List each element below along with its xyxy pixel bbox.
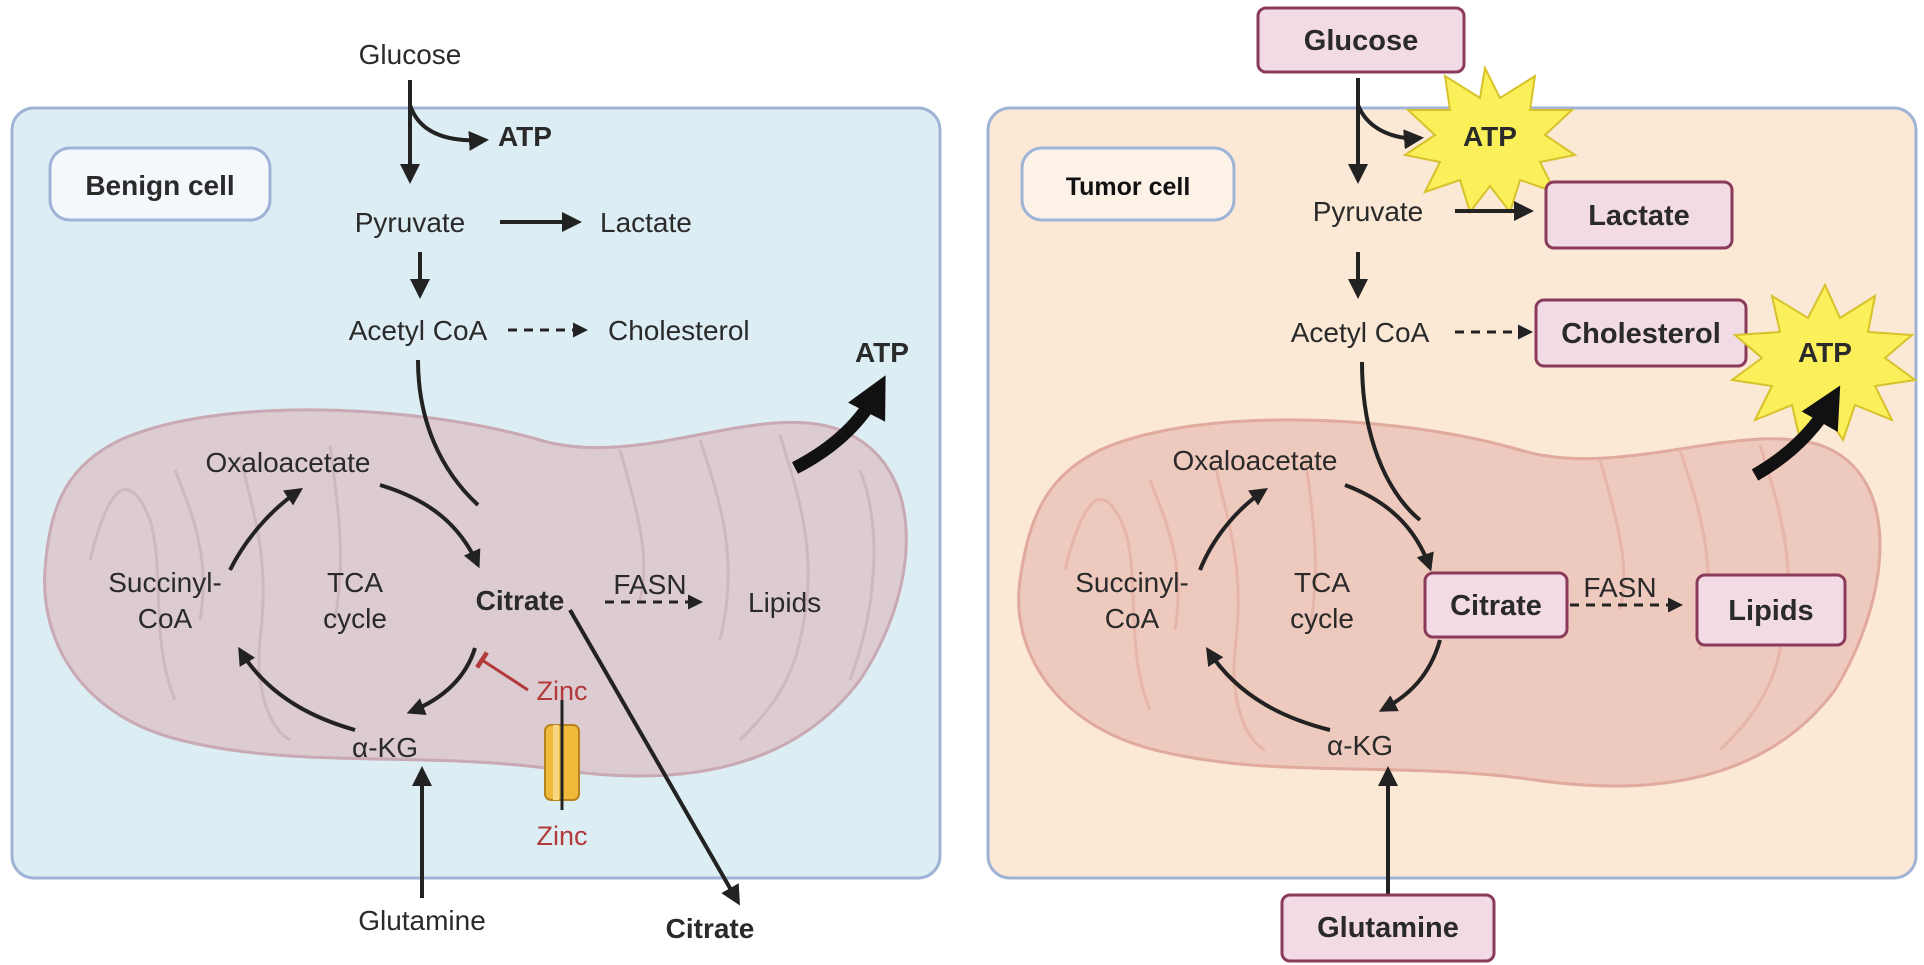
benign-glucose: Glucose: [359, 39, 462, 70]
benign-panel: Benign cell Glucose ATP Pyruvate Lactate…: [10, 39, 942, 944]
tumor-lipids-box: Lipids: [1695, 573, 1847, 647]
tumor-citrate: Citrate: [1450, 590, 1542, 622]
tumor-lactate: Lactate: [1588, 200, 1690, 232]
tumor-atp-top: ATP: [1463, 121, 1517, 152]
tumor-cholesterol-box: Cholesterol: [1534, 298, 1748, 368]
tumor-lactate-box: Lactate: [1544, 180, 1734, 250]
benign-lipids: Lipids: [748, 587, 821, 618]
benign-cell-badge: Benign cell: [48, 146, 272, 222]
tumor-cell-badge: Tumor cell: [1020, 146, 1236, 222]
tumor-tca-line1: TCA: [1294, 567, 1350, 598]
tumor-acetyl-coa: Acetyl CoA: [1291, 317, 1430, 348]
tumor-atp-top-starburst: ATP: [1402, 64, 1578, 215]
benign-akg: α-KG: [352, 732, 418, 763]
benign-cholesterol: Cholesterol: [608, 315, 750, 346]
tumor-succinyl-coa-line2: CoA: [1105, 603, 1160, 634]
tumor-fasn: FASN: [1583, 572, 1656, 603]
benign-succinyl-coa-line1: Succinyl-: [108, 567, 222, 598]
benign-citrate-out: Citrate: [666, 913, 755, 944]
tumor-glucose: Glucose: [1304, 25, 1418, 57]
benign-zinc-outer: Zinc: [536, 821, 587, 851]
benign-atp-right: ATP: [855, 337, 909, 368]
tumor-lipids: Lipids: [1728, 595, 1813, 627]
tumor-cell-label: Tumor cell: [1066, 173, 1191, 201]
tumor-tca-line2: cycle: [1290, 603, 1354, 634]
tumor-citrate-box: Citrate: [1423, 571, 1569, 639]
benign-mitochondrion: [43, 408, 908, 778]
zinc-channel: [544, 700, 580, 810]
tumor-succinyl-coa-line1: Succinyl-: [1075, 567, 1189, 598]
benign-fasn: FASN: [613, 569, 686, 600]
benign-succinyl-coa-line2: CoA: [138, 603, 193, 634]
benign-tca-line2: cycle: [323, 603, 387, 634]
tumor-glutamine-box: Glutamine: [1280, 893, 1496, 963]
tumor-atp-right: ATP: [1798, 337, 1852, 368]
tumor-panel: Tumor cell Glucose ATP Pyruvate Lactate …: [986, 6, 1918, 963]
tumor-glucose-box: Glucose: [1256, 6, 1466, 74]
tumor-pyruvate: Pyruvate: [1313, 196, 1424, 227]
benign-atp-top: ATP: [498, 121, 552, 152]
tumor-akg: α-KG: [1327, 730, 1393, 761]
tumor-atp-right-starburst: ATP: [1729, 282, 1918, 443]
tumor-oxaloacetate: Oxaloacetate: [1173, 445, 1338, 476]
benign-lactate: Lactate: [600, 207, 692, 238]
benign-cell-label: Benign cell: [85, 170, 234, 201]
benign-pyruvate: Pyruvate: [355, 207, 466, 238]
tumor-cholesterol: Cholesterol: [1561, 318, 1721, 350]
benign-oxaloacetate: Oxaloacetate: [206, 447, 371, 478]
benign-glutamine: Glutamine: [358, 905, 486, 936]
benign-tca-line1: TCA: [327, 567, 383, 598]
benign-citrate: Citrate: [476, 585, 565, 616]
benign-acetyl-coa: Acetyl CoA: [349, 315, 488, 346]
tumor-glutamine: Glutamine: [1317, 912, 1459, 944]
